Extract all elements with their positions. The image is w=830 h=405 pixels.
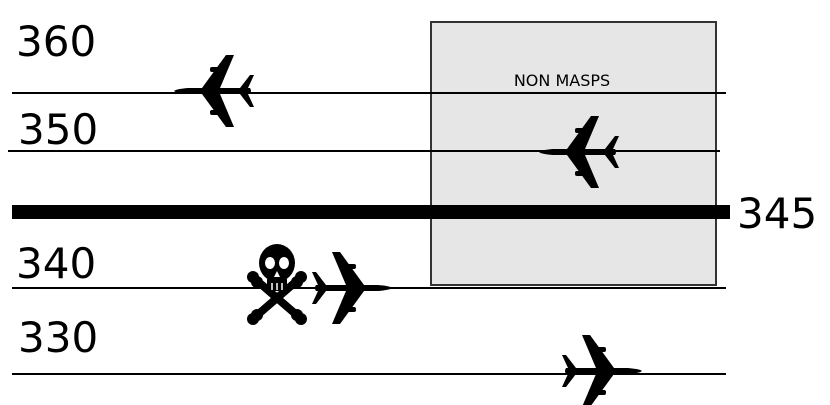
flight-level-label-360: 360 (16, 17, 96, 66)
flight-level-label-345: 345 (737, 189, 817, 238)
non-masps-label: NON MASPS (514, 71, 610, 90)
airplane-icon (174, 55, 254, 127)
airplane-icon (562, 335, 642, 405)
airplane-icon (312, 252, 392, 324)
flight-level-label-350: 350 (18, 105, 98, 154)
flight-level-line-345 (12, 205, 730, 219)
flight-level-label-330: 330 (18, 313, 98, 362)
skull-and-crossbones-icon (247, 244, 307, 325)
flight-level-label-340: 340 (16, 239, 96, 288)
